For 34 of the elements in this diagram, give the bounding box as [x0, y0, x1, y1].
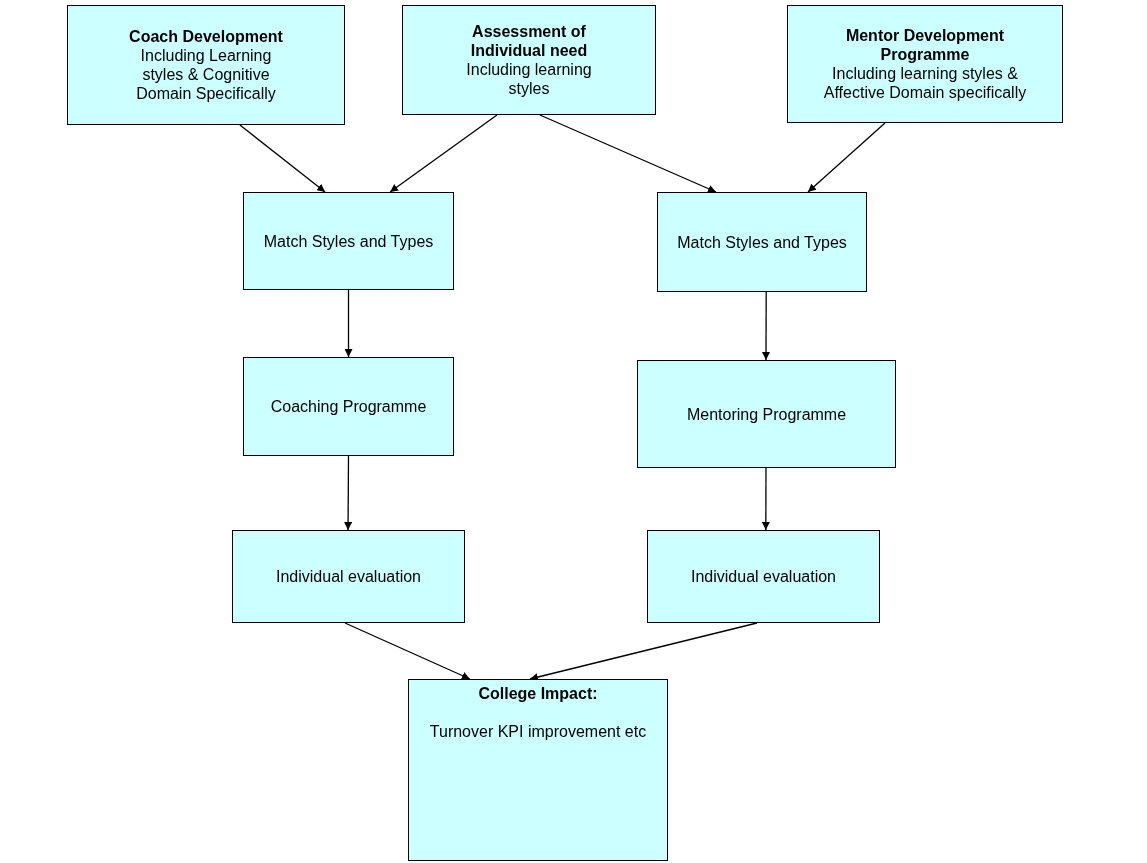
- arrow: [344, 622, 471, 680]
- arrow: [539, 114, 717, 193]
- arrow: [344, 455, 353, 531]
- box-text: Individual evaluation: [691, 567, 836, 586]
- process-box: [637, 360, 896, 468]
- process-box: [647, 530, 880, 623]
- box-text: Mentoring Programme: [686, 404, 847, 424]
- box-text: Match Styles and Types: [677, 232, 847, 252]
- box-text: Match Styles and Types: [263, 231, 434, 251]
- process-box: [402, 5, 656, 115]
- arrow: [344, 289, 353, 358]
- box-text: Including Learning styles & Cognitive Domain Specifically: [135, 46, 277, 103]
- arrow: [239, 124, 326, 193]
- arrow: [761, 467, 770, 531]
- process-box: [67, 5, 345, 125]
- box-heading: Assessment of Individual need: [469, 22, 589, 60]
- box-text: Including learning styles: [465, 60, 593, 98]
- process-box: [657, 192, 867, 292]
- box-text: Coaching Programme: [270, 397, 427, 416]
- arrow: [529, 622, 758, 681]
- process-box: [243, 192, 454, 290]
- process-box: [408, 679, 668, 861]
- process-box: [787, 5, 1063, 123]
- box-heading: Mentor Development Programme: [844, 26, 1006, 64]
- arrow: [807, 122, 886, 193]
- process-box: [232, 530, 465, 623]
- box-text: Including learning styles & Affective Domain specifically: [822, 64, 1028, 102]
- arrow: [389, 114, 498, 193]
- box-heading: Coach Development: [129, 27, 283, 46]
- box-text: Individual evaluation: [276, 567, 421, 586]
- arrow: [762, 291, 770, 361]
- box-heading: College Impact:: [478, 684, 598, 703]
- box-text: Turnover KPI improvement etc: [429, 722, 647, 741]
- process-box: [243, 357, 454, 456]
